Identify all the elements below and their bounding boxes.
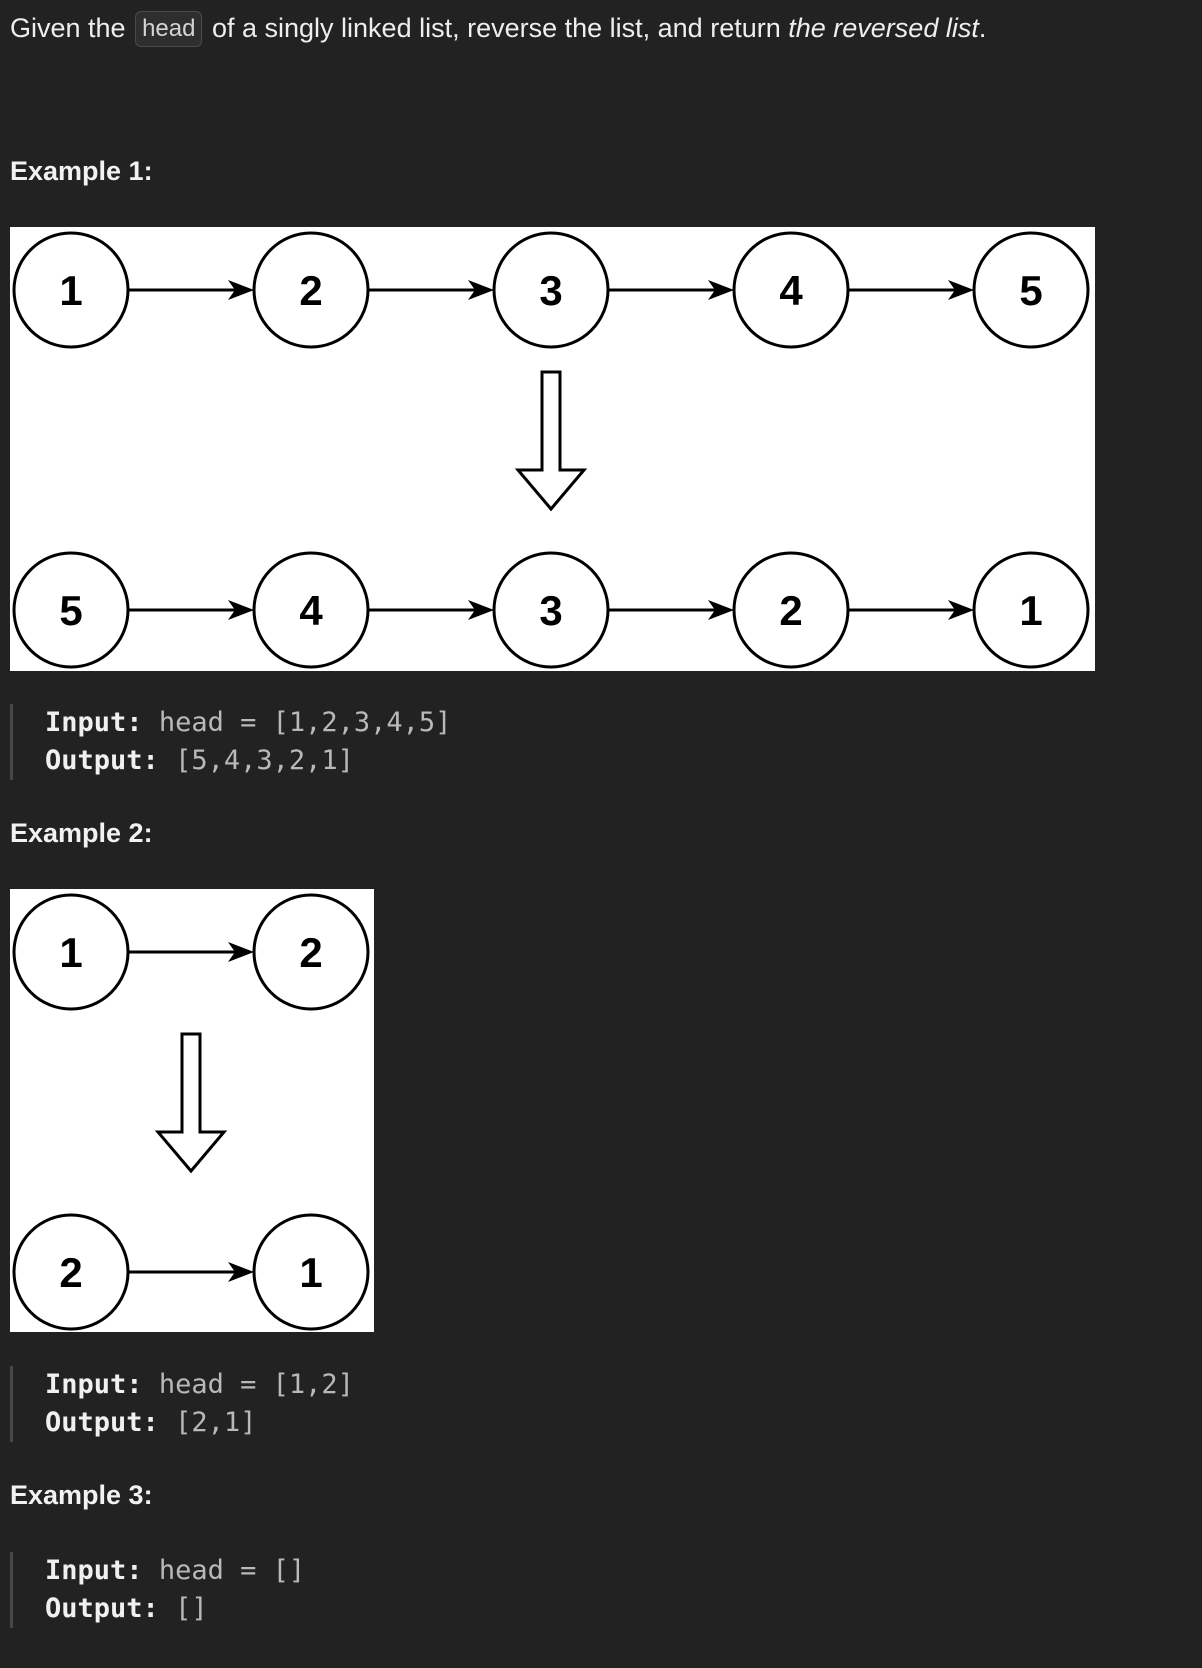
example-1-bottom-node-label-4: 1 — [1019, 587, 1042, 634]
example-1-top-arrowhead-2 — [708, 280, 734, 300]
example-1-bottom-arrowhead-2 — [708, 600, 734, 620]
example-2-reverse-arrow — [154, 1032, 228, 1174]
example-2-output-line: Output: [2,1] — [45, 1404, 354, 1442]
example-2-top-node-1 — [252, 893, 370, 1011]
example-2-diagram: 1 2 2 1 — [10, 889, 374, 1332]
example-2-svg: 1 2 2 1 — [12, 893, 370, 1331]
example-2-input-line: Input: head = [1,2] — [45, 1366, 354, 1404]
example-3-heading: Example 3: — [10, 1480, 153, 1510]
example-2-top-node-0 — [12, 893, 130, 1011]
example-2-bottom-node-0 — [12, 1213, 130, 1331]
example-2-bottom-arrowhead-0 — [228, 1262, 254, 1282]
example-2-output-value: [2,1] — [175, 1407, 257, 1438]
example-1-input-line: Input: head = [1,2,3,4,5] — [45, 704, 451, 742]
intro-emphasis: the reversed list — [788, 13, 979, 43]
example-2-top-node-label-0: 1 — [59, 929, 82, 976]
intro-text-after: . — [978, 13, 987, 43]
example-1-top-node-label-2: 3 — [539, 267, 562, 314]
example-1-diagram: 1 2 3 4 5 5 4 3 2 1 — [10, 227, 1095, 671]
example-1-bottom-node-3 — [732, 551, 850, 669]
example-1-top-node-label-0: 1 — [59, 267, 82, 314]
example-1-bottom-node-label-1: 4 — [299, 587, 323, 634]
example-1-top-node-0 — [12, 231, 130, 349]
example-2-bottom-node-1 — [252, 1213, 370, 1331]
example-2-output-label: Output: — [45, 1407, 159, 1438]
example-1-bottom-node-label-0: 5 — [59, 587, 82, 634]
example-2-io: Input: head = [1,2]Output: [2,1] — [10, 1366, 354, 1442]
example-2-bottom-node-label-0: 2 — [59, 1249, 82, 1296]
example-3-output-label: Output: — [45, 1593, 159, 1624]
example-1-svg: 1 2 3 4 5 5 4 3 2 1 — [12, 231, 1090, 669]
example-1-reverse-arrow — [514, 370, 588, 512]
example-2-top-node-label-1: 2 — [299, 929, 322, 976]
example-2-input-label: Input: — [45, 1369, 143, 1400]
example-1-bottom-arrowhead-3 — [948, 600, 974, 620]
example-1-top-node-label-3: 4 — [779, 267, 803, 314]
example-3-input-label: Input: — [45, 1555, 143, 1586]
example-2-bottom-node-label-1: 1 — [299, 1249, 322, 1296]
example-3-input-value: head = [] — [158, 1555, 306, 1586]
intro-text-before: Given the — [10, 13, 134, 43]
example-1-top-arrowhead-0 — [228, 280, 254, 300]
example-1-bottom-arrowhead-1 — [468, 600, 494, 620]
example-1-output-line: Output: [5,4,3,2,1] — [45, 742, 451, 780]
example-1-output-label: Output: — [45, 745, 159, 776]
example-1-io: Input: head = [1,2,3,4,5]Output: [5,4,3,… — [10, 704, 451, 780]
example-1-bottom-arrowhead-0 — [228, 600, 254, 620]
example-1-bottom-node-label-3: 2 — [779, 587, 802, 634]
example-1-input-value: head = [1,2,3,4,5] — [158, 707, 452, 738]
intro-text-middle: of a singly linked list, reverse the lis… — [204, 13, 789, 43]
example-1-top-node-1 — [252, 231, 370, 349]
example-1-bottom-node-4 — [972, 551, 1090, 669]
problem-statement: Given the head of a singly linked list, … — [10, 8, 986, 48]
example-3-output-value: [] — [175, 1593, 208, 1624]
example-1-heading: Example 1: — [10, 156, 153, 186]
example-1-bottom-node-0 — [12, 551, 130, 669]
example-1-top-node-label-1: 2 — [299, 267, 322, 314]
example-3-input-line: Input: head = [] — [45, 1552, 305, 1590]
example-1-top-node-4 — [972, 231, 1090, 349]
inline-code-head: head — [135, 11, 203, 47]
example-1-top-node-label-4: 5 — [1019, 267, 1042, 314]
example-2-input-value: head = [1,2] — [158, 1369, 354, 1400]
example-1-input-label: Input: — [45, 707, 143, 738]
example-1-bottom-node-2 — [492, 551, 610, 669]
example-3-output-line: Output: [] — [45, 1590, 305, 1628]
example-1-bottom-node-1 — [252, 551, 370, 669]
example-1-top-arrowhead-3 — [948, 280, 974, 300]
example-2-top-arrowhead-0 — [228, 942, 254, 962]
example-1-output-value: [5,4,3,2,1] — [175, 745, 354, 776]
example-1-top-arrowhead-1 — [468, 280, 494, 300]
example-3-io: Input: head = []Output: [] — [10, 1552, 305, 1628]
example-1-top-node-3 — [732, 231, 850, 349]
example-1-top-node-2 — [492, 231, 610, 349]
example-2-heading: Example 2: — [10, 818, 153, 848]
example-1-bottom-node-label-2: 3 — [539, 587, 562, 634]
